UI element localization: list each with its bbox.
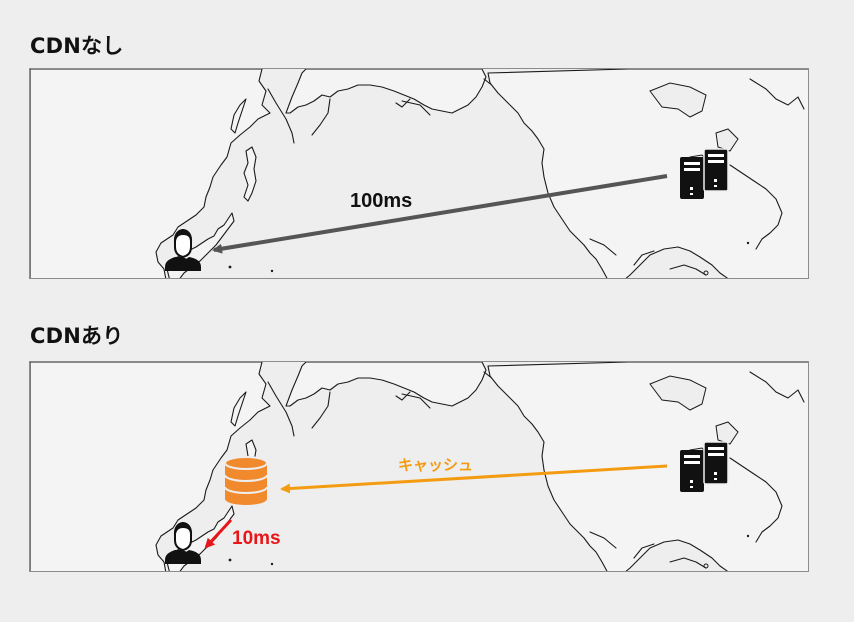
- section-title-with-cdn: CDNあり: [30, 324, 124, 348]
- cache-arrow: [280, 464, 668, 494]
- map-panel-no-cdn: 100ms: [29, 68, 809, 279]
- map-panel-with-cdn: キャッシュ 10ms: [29, 361, 809, 572]
- cache-label: キャッシュ: [398, 456, 473, 474]
- section-title-no-cdn: CDNなし: [30, 34, 124, 58]
- latency-arrow-with-cdn: [204, 518, 233, 549]
- latency-arrow-no-cdn: [212, 174, 668, 254]
- latency-label-with-cdn: 10ms: [232, 528, 281, 549]
- latency-label-no-cdn: 100ms: [350, 190, 412, 212]
- database-icon: [224, 456, 268, 505]
- world-map-with-cdn: キャッシュ 10ms: [30, 362, 808, 571]
- world-map-no-cdn: 100ms: [30, 69, 808, 278]
